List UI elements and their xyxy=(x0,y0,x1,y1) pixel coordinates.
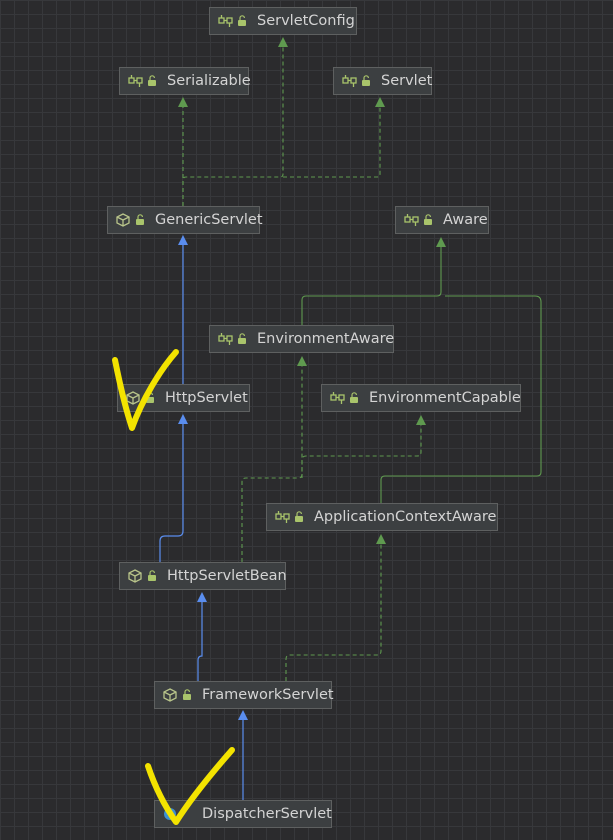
edge-httpservletbean-environmentcapable xyxy=(302,425,421,478)
node-label: Aware xyxy=(443,212,488,228)
abstract-class-icon xyxy=(128,569,146,583)
arrowhead-genericservlet xyxy=(178,235,188,245)
node-label: EnvironmentAware xyxy=(257,331,394,347)
node-label: HttpServletBean xyxy=(167,568,287,584)
node-label: ApplicationContextAware xyxy=(314,509,496,525)
interface-icon xyxy=(342,74,360,88)
arrowhead-aware xyxy=(436,237,446,247)
node-dispatcherservlet[interactable]: DispatcherServlet xyxy=(154,800,332,828)
node-environmentaware[interactable]: EnvironmentAware xyxy=(209,325,394,353)
lock-open-icon xyxy=(238,333,247,345)
class-icon xyxy=(163,807,181,821)
node-environmentcapable[interactable]: EnvironmentCapable xyxy=(321,384,521,412)
node-httpservletbean[interactable]: HttpServletBean xyxy=(119,562,286,590)
edge-frameworkservlet-httpservletbean xyxy=(198,602,202,681)
node-label: EnvironmentCapable xyxy=(369,390,521,406)
lock-open-icon xyxy=(295,511,304,523)
arrowhead-httpservletbean xyxy=(197,592,207,602)
interface-icon xyxy=(330,391,348,405)
lock-open-icon xyxy=(148,75,157,87)
interface-icon xyxy=(218,14,236,28)
node-label: Servlet xyxy=(381,73,432,89)
abstract-class-icon xyxy=(116,213,134,227)
lock-open-icon xyxy=(136,214,145,226)
node-aware[interactable]: Aware xyxy=(395,206,489,234)
interface-icon xyxy=(218,332,236,346)
node-label: Serializable xyxy=(167,73,251,89)
node-servletconfig[interactable]: ServletConfig xyxy=(209,7,357,35)
arrowhead-serializable xyxy=(178,97,188,107)
node-genericservlet[interactable]: GenericServlet xyxy=(107,206,260,234)
edge-frameworkservlet-applicationcontextaware xyxy=(286,544,381,681)
implements-arrowheads xyxy=(178,37,446,544)
edge-httpservletbean-httpservlet xyxy=(160,424,183,562)
lock-open-icon xyxy=(148,570,157,582)
node-httpservlet[interactable]: HttpServlet xyxy=(117,384,250,412)
lock-open-icon xyxy=(183,689,192,701)
arrowhead-applicationcontextaware xyxy=(376,534,386,544)
edge-httpservletbean-environmentaware xyxy=(242,366,302,562)
lock-open-icon xyxy=(424,214,433,226)
node-serializable[interactable]: Serializable xyxy=(119,67,249,95)
arrowhead-frameworkservlet xyxy=(238,710,248,720)
node-servlet[interactable]: Servlet xyxy=(333,67,432,95)
abstract-class-icon xyxy=(126,391,144,405)
node-label: FrameworkServlet xyxy=(202,687,334,703)
abstract-class-icon xyxy=(163,688,181,702)
lock-open-icon xyxy=(362,75,371,87)
arrowhead-environmentcapable xyxy=(416,415,426,425)
extends-arrowheads xyxy=(178,235,248,720)
node-label: ServletConfig xyxy=(257,13,355,29)
interface-icon xyxy=(128,74,146,88)
node-label: GenericServlet xyxy=(155,212,263,228)
lock-open-icon xyxy=(350,392,359,404)
node-label: DispatcherServlet xyxy=(202,806,332,822)
arrowhead-servlet xyxy=(375,97,385,107)
edge-genericservlet-servlet xyxy=(283,107,380,177)
lock-open-icon xyxy=(146,392,155,404)
node-label: HttpServlet xyxy=(165,390,248,406)
interface-icon xyxy=(275,510,293,524)
arrowhead-servletconfig xyxy=(278,37,288,47)
lock-open-icon xyxy=(238,15,247,27)
arrowhead-httpservlet xyxy=(178,414,188,424)
node-applicationcontextaware[interactable]: ApplicationContextAware xyxy=(266,503,498,531)
arrowhead-environmentaware xyxy=(297,356,307,366)
interface-icon xyxy=(404,213,422,227)
node-frameworkservlet[interactable]: FrameworkServlet xyxy=(154,681,332,709)
edge-environmentaware-aware xyxy=(302,247,441,325)
